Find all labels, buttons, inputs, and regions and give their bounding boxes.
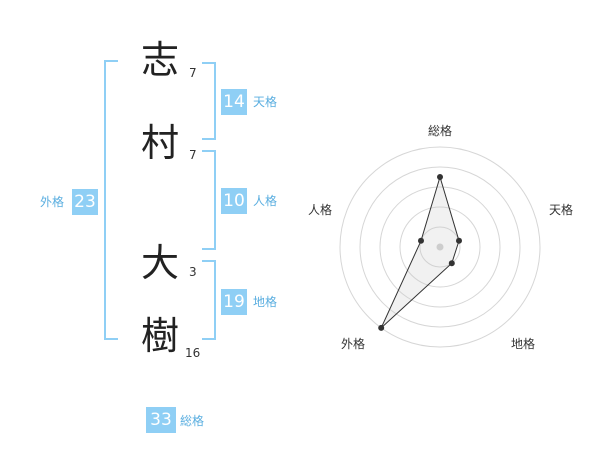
- chikaku-bracket: [202, 260, 216, 340]
- radar-point-4: [418, 237, 424, 244]
- soukaku-label: 総格: [180, 414, 205, 428]
- stroke-count-1: 7: [189, 66, 197, 80]
- radar-point-3: [378, 324, 385, 331]
- radar-ring-4: [359, 166, 521, 328]
- radar-ring-3: [379, 186, 501, 308]
- radar-polygon: [380, 175, 460, 329]
- radar-point-0: [437, 174, 443, 180]
- name-char-2: 村: [141, 121, 180, 165]
- chikaku-label: 地格: [253, 295, 278, 309]
- radar-axis-label-3: 外格: [341, 337, 366, 351]
- gaikaku-bracket: [104, 60, 118, 340]
- radar-center-dot: [436, 243, 444, 251]
- radar-point-2: [448, 260, 455, 267]
- jinkaku-bracket: [202, 150, 216, 250]
- gaikaku-value-badge: 23: [72, 189, 98, 215]
- tenkaku-bracket: [202, 62, 216, 140]
- gaikaku-label: 外格: [40, 195, 65, 209]
- chikaku-value-badge: 19: [221, 289, 247, 315]
- radar-ring-1: [419, 226, 461, 268]
- radar-axis-label-1: 天格: [549, 203, 574, 217]
- radar-axis-label-4: 人格: [308, 203, 333, 217]
- stroke-count-3: 3: [189, 265, 197, 279]
- radar-ring-5: [339, 146, 541, 348]
- stroke-count-2: 7: [189, 148, 197, 162]
- radar-axis-label-2: 地格: [511, 337, 536, 351]
- jinkaku-value-badge: 10: [221, 188, 247, 214]
- soukaku-value-badge: 33: [146, 407, 176, 433]
- tenkaku-value-badge: 14: [221, 89, 247, 115]
- radar-axis-label-0: 総格: [428, 124, 453, 138]
- stroke-count-4: 16: [185, 346, 201, 360]
- tenkaku-label: 天格: [253, 95, 278, 109]
- radar-ring-2: [399, 206, 481, 288]
- radar-point-1: [456, 237, 462, 244]
- name-char-1: 志: [141, 38, 180, 82]
- jinkaku-label: 人格: [253, 194, 278, 208]
- name-char-3: 大: [141, 241, 180, 285]
- name-char-4: 樹: [141, 314, 180, 358]
